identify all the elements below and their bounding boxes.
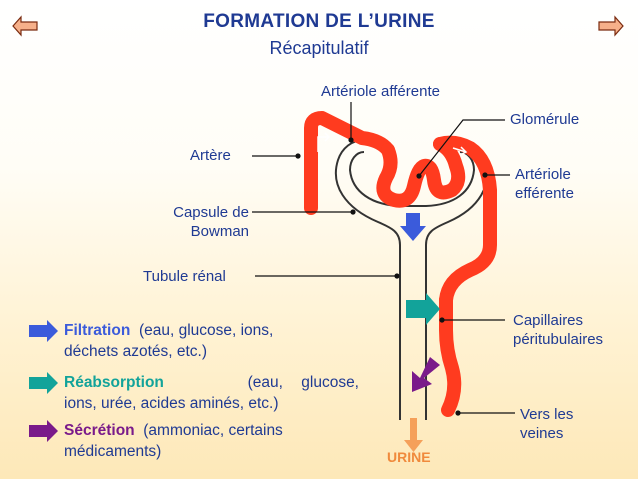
- label-tubule: Tubule rénal: [143, 268, 226, 285]
- legend-secretion-term: Sécrétion: [64, 422, 135, 439]
- legend-secretion-line2: médicaments): [64, 443, 162, 460]
- legend-secretion: Sécrétion (ammoniac, certains médicament…: [64, 420, 359, 462]
- flow-arrows: [317, 132, 468, 156]
- label-arteriole-afferente: Artériole afférente: [321, 83, 440, 100]
- label-glomerule: Glomérule: [510, 111, 580, 128]
- legend-reabsorption-detail: (eau, glucose,: [247, 374, 359, 391]
- legend-filtration-detail: (eau, glucose, ions,: [138, 322, 274, 339]
- label-artere: Artère: [190, 147, 231, 164]
- next-slide-button[interactable]: [598, 15, 624, 37]
- leader-lines: [252, 102, 515, 414]
- arrow-left-icon: [12, 15, 38, 37]
- previous-slide-button[interactable]: [12, 15, 38, 37]
- legend-reabsorption-term: Réabsorption: [64, 374, 164, 391]
- page-subtitle: Récapitulatif: [269, 38, 369, 58]
- legend-filtration: Filtration (eau, glucose, ions, déchets …: [64, 320, 359, 362]
- label-urine: URINE: [387, 449, 431, 465]
- blood-vessels: [304, 111, 497, 417]
- label-capsule-1: Capsule de: [173, 204, 249, 221]
- legend-filtration-term: Filtration: [64, 322, 131, 339]
- label-capillaires-1: Capillaires: [513, 312, 584, 329]
- secretion-legend-arrow: [27, 420, 59, 442]
- label-veines-2: veines: [520, 425, 564, 442]
- legend-reabsorption: Réabsorption (eau, glucose, ions, urée, a…: [64, 372, 359, 414]
- label-arteriole-efferente-1: Artériole: [515, 166, 571, 183]
- reabsorption-legend-arrow: [27, 372, 59, 394]
- label-capsule-2: Bowman: [190, 223, 249, 240]
- secretion-arrow: [412, 357, 440, 392]
- legend-filtration-line2: déchets azotés, etc.): [64, 343, 208, 360]
- legend-reabsorption-line2: ions, urée, acides aminés, etc.): [64, 395, 279, 412]
- filtration-legend-arrow: [27, 320, 59, 342]
- label-veines-1: Vers les: [520, 406, 574, 423]
- filtration-arrow: [400, 213, 426, 241]
- label-arteriole-efferente-2: efférente: [515, 185, 574, 202]
- label-capillaires-2: péritubulaires: [513, 331, 604, 348]
- urine-arrow: [404, 418, 423, 452]
- leader-dots: [295, 137, 488, 416]
- arrow-right-icon: [598, 15, 624, 37]
- reabsorption-arrow: [406, 293, 440, 325]
- legend-secretion-detail: (ammoniac, certains: [143, 422, 283, 439]
- page-title: FORMATION DE L’URINE: [203, 11, 435, 32]
